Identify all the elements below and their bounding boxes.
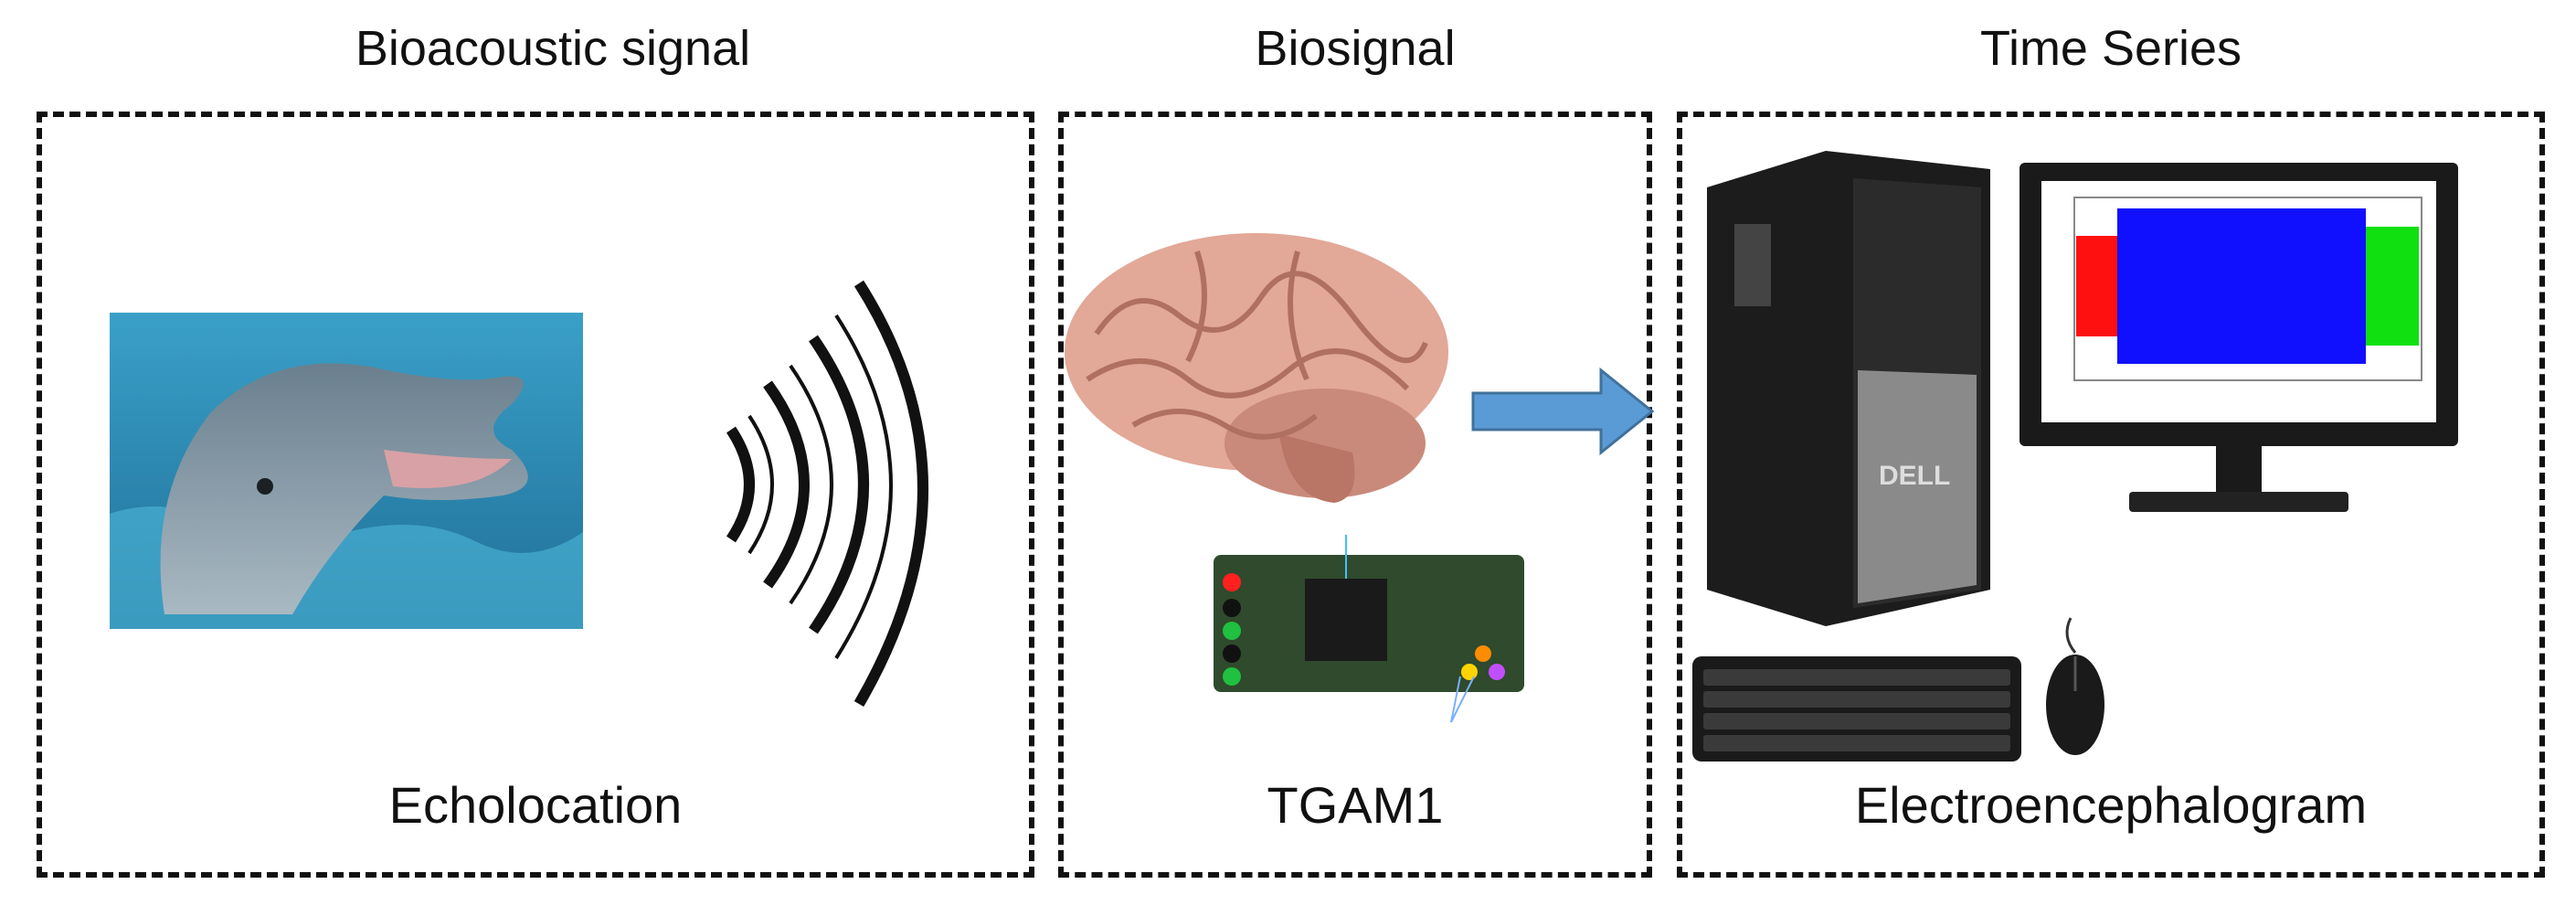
panel-biosignal [1058, 112, 1652, 878]
arrow-right-icon [1471, 367, 1655, 456]
dolphin-photo [110, 313, 583, 629]
sound-waves-icon [726, 280, 928, 708]
monitor-eeg-plot [2019, 163, 2458, 512]
brain-icon [1065, 233, 1448, 503]
mouse-icon [2046, 617, 2104, 755]
desktop-computer-icon: DELL [1707, 151, 1990, 626]
panel-bioacoustic [37, 112, 1034, 878]
panel-time-series [1677, 112, 2545, 878]
caption-echolocation: Echolocation [388, 776, 683, 834]
heading-time-series: Time Series [1979, 21, 2242, 76]
svg-text:DELL: DELL [1879, 461, 1950, 491]
caption-electroencephalogram: Electroencephalogram [1854, 776, 2368, 834]
tgam1-board [1214, 535, 1524, 723]
keyboard-icon [1692, 656, 2021, 762]
caption-tgam1: TGAM1 [1267, 776, 1444, 834]
heading-biosignal: Biosignal [1255, 21, 1456, 76]
heading-bioacoustic: Bioacoustic signal [355, 21, 751, 76]
